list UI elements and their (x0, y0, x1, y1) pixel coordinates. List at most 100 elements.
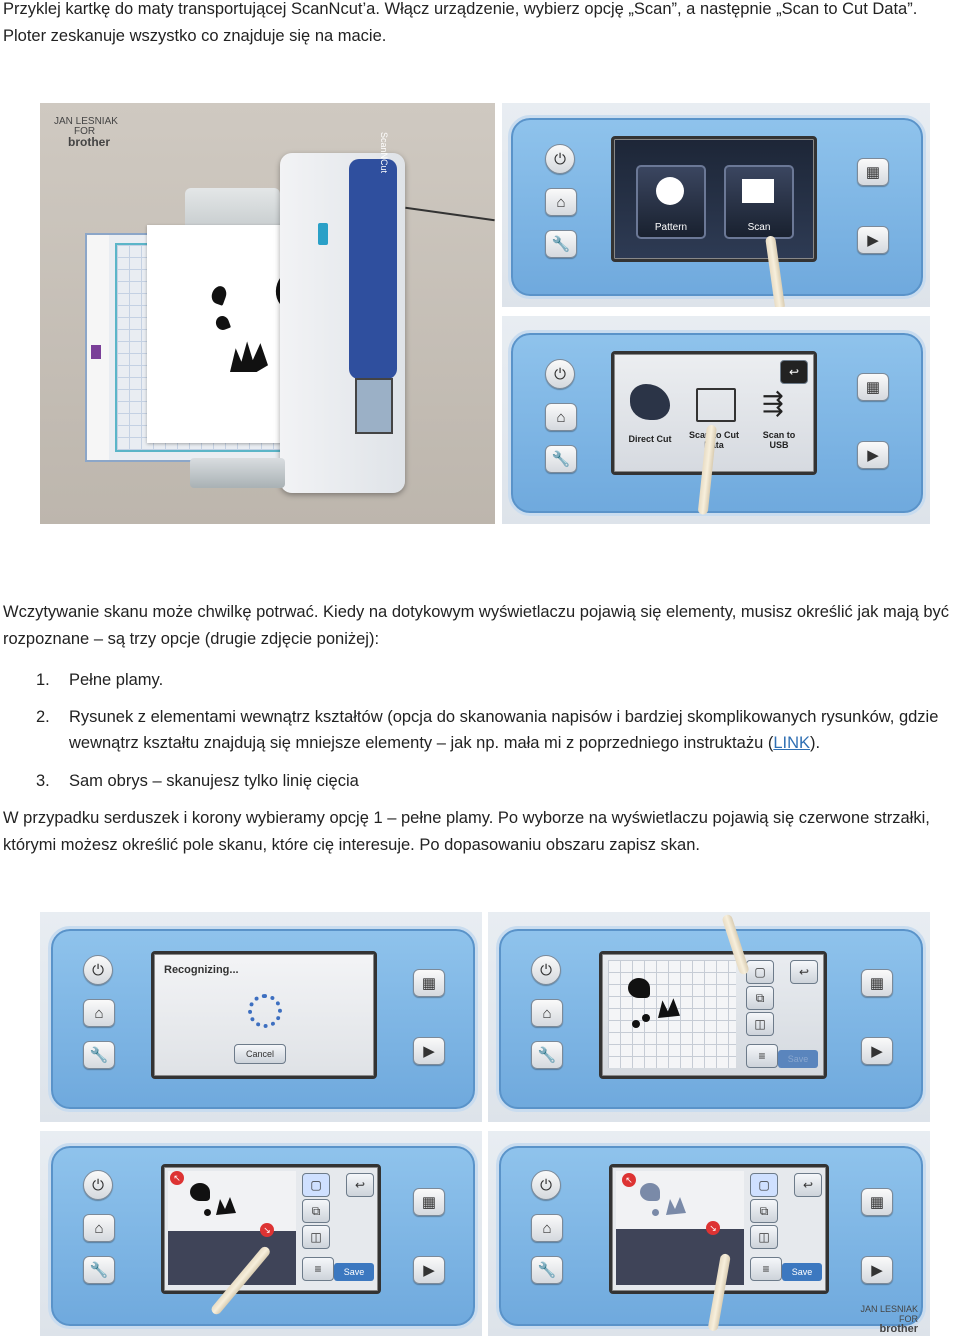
link[interactable]: LINK (773, 734, 811, 752)
back-button[interactable]: ↩ (794, 1173, 822, 1197)
preview-area (168, 1171, 296, 1231)
resize-arrow-icon[interactable]: ↘ (706, 1221, 720, 1235)
power-button[interactable]: ⏻ (545, 359, 575, 389)
option-1-number: 1. (36, 671, 50, 689)
tile-direct-cut-label[interactable]: Direct Cut (628, 434, 672, 444)
line-thickness-button[interactable]: ≡ (746, 1044, 778, 1068)
back-button[interactable]: ↩ (790, 960, 818, 984)
line-thickness-button[interactable]: ≡ (750, 1257, 782, 1281)
option-2-text-before: Rysunek z elementami wewnątrz kształtów … (69, 708, 939, 752)
option-inner-shapes-button[interactable]: ⧉ (746, 986, 774, 1010)
home-button[interactable]: ⌂ (83, 999, 115, 1027)
grid-button[interactable]: ▦ (857, 158, 889, 186)
save-button[interactable]: Save (334, 1263, 374, 1281)
settings-button[interactable]: 🔧 (83, 1256, 115, 1284)
back-button[interactable]: ↩ (346, 1173, 374, 1197)
power-button[interactable]: ⏻ (83, 955, 113, 985)
settings-button[interactable]: 🔧 (545, 445, 577, 473)
resize-arrow-icon[interactable]: ↖ (170, 1171, 184, 1185)
dark-region (168, 1231, 296, 1285)
save-button[interactable]: Save (778, 1050, 818, 1068)
grid-button[interactable]: ▦ (413, 1188, 445, 1216)
option-filled-area-button[interactable]: ▢ (746, 960, 774, 984)
start-stop-button[interactable]: ▶ (857, 226, 889, 254)
summary-paragraph: W przypadku serduszek i korony wybieramy… (3, 809, 930, 854)
watermark-logo: JAN LESNIAK FOR brother (860, 1304, 919, 1335)
watermark-for: FOR (899, 1314, 918, 1324)
machine-screen (355, 378, 393, 434)
home-button[interactable]: ⌂ (545, 403, 577, 431)
usb-icon: ⇶ (762, 388, 784, 418)
option-outline-button[interactable]: ◫ (750, 1225, 778, 1249)
start-stop-button[interactable]: ▶ (861, 1256, 893, 1284)
pattern-icon (656, 177, 684, 205)
grid-button[interactable]: ▦ (861, 969, 893, 997)
option-1-text: Pełne plamy. (69, 671, 164, 689)
home-button[interactable]: ⌂ (545, 188, 577, 216)
photo-scan-menu: ⏻ ⌂ 🔧 ▦ ▶ ↩ Direct Cut Scan to Cut Data … (502, 316, 930, 524)
option-inner-shapes-button[interactable]: ⧉ (750, 1199, 778, 1223)
loading-spinner-icon (248, 994, 282, 1028)
option-3-text: Sam obrys – skanujesz tylko linię cięcia (69, 772, 359, 790)
photo-machine-with-mat: JAN LESNIAK FOR brother ScanNCut (40, 103, 495, 524)
settings-button[interactable]: 🔧 (83, 1041, 115, 1069)
watermark-text: JAN LESNIAK (54, 116, 118, 127)
home-button[interactable]: ⌂ (531, 999, 563, 1027)
tile-scan-to-usb-label[interactable]: Scan to USB (762, 430, 796, 450)
intro-paragraph: Przyklej kartkę do maty transportującej … (3, 0, 953, 50)
scan-to-cut-data-icon (696, 388, 736, 422)
status-text: Recognizing... (164, 964, 239, 976)
photo-scan-area-adjust: ⏻ ⌂ 🔧 ▦ ▶ ↖ ↘ ▢ ⧉ ◫ ↩ ≡ Save (40, 1131, 482, 1336)
recognize-paragraph: Wczytywanie skanu może chwilkę potrwać. … (3, 603, 950, 648)
direct-cut-icon (630, 384, 670, 420)
start-stop-button[interactable]: ▶ (413, 1256, 445, 1284)
save-button[interactable]: Save (782, 1263, 822, 1281)
back-button[interactable]: ↩ (780, 360, 808, 384)
resize-arrow-icon[interactable]: ↖ (622, 1173, 636, 1187)
power-button[interactable]: ⏻ (83, 1170, 113, 1200)
home-button[interactable]: ⌂ (531, 1214, 563, 1242)
option-outline-button[interactable]: ◫ (746, 1012, 774, 1036)
preview-area (608, 960, 736, 1068)
watermark-text: JAN LESNIAK (860, 1304, 918, 1314)
mat-tray-bottom (190, 458, 285, 488)
settings-button[interactable]: 🔧 (531, 1256, 563, 1284)
machine-body: ScanNCut (280, 132, 405, 493)
start-stop-button[interactable]: ▶ (861, 1037, 893, 1065)
tile-pattern[interactable]: Pattern (636, 165, 706, 239)
grid-button[interactable]: ▦ (413, 969, 445, 997)
option-2-text: Rysunek z elementami wewnątrz kształtów … (69, 704, 959, 756)
line-thickness-button[interactable]: ≡ (302, 1257, 334, 1281)
touch-screen: Recognizing... Cancel (151, 951, 377, 1079)
home-button[interactable]: ⌂ (83, 1214, 115, 1242)
grid-button[interactable]: ▦ (857, 373, 889, 401)
settings-button[interactable]: 🔧 (545, 230, 577, 258)
option-filled-area-button[interactable]: ▢ (750, 1173, 778, 1197)
option-3-number: 3. (36, 772, 50, 790)
option-filled-area-button[interactable]: ▢ (302, 1173, 330, 1197)
touch-screen: ↩ Direct Cut Scan to Cut Data ⇶ Scan to … (611, 351, 817, 475)
start-stop-button[interactable]: ▶ (857, 441, 889, 469)
power-button[interactable]: ⏻ (545, 144, 575, 174)
resize-arrow-icon[interactable]: ↘ (260, 1223, 274, 1237)
watermark-brand: brother (68, 135, 110, 149)
settings-button[interactable]: 🔧 (531, 1041, 563, 1069)
touch-screen: ▢ ⧉ ◫ ↩ ≡ Save (599, 951, 827, 1079)
option-outline-button[interactable]: ◫ (302, 1225, 330, 1249)
option-2-text-after: ). (810, 734, 821, 752)
photo-recognizing: ⏻ ⌂ 🔧 ▦ ▶ Recognizing... Cancel (40, 912, 482, 1122)
power-button[interactable]: ⏻ (531, 1170, 561, 1200)
watermark-for: FOR (74, 126, 96, 137)
watermark-logo: JAN LESNIAK FOR brother (54, 116, 118, 149)
photo-scan-area-final: ⏻ ⌂ 🔧 ▦ ▶ ↖ ↘ ▢ ⧉ ◫ ↩ ≡ Save JAN LESNIAK… (488, 1131, 930, 1336)
power-cable (405, 206, 495, 222)
watermark-brand: brother (879, 1323, 919, 1335)
grid-button[interactable]: ▦ (861, 1188, 893, 1216)
tile-scan[interactable]: Scan (724, 165, 794, 239)
option-inner-shapes-button[interactable]: ⧉ (302, 1199, 330, 1223)
option-2-number: 2. (36, 708, 50, 726)
start-stop-button[interactable]: ▶ (413, 1037, 445, 1065)
power-button[interactable]: ⏻ (531, 955, 561, 985)
intro-line-2: Ploter zeskanuje wszystko co znajduje si… (3, 27, 387, 45)
cancel-button[interactable]: Cancel (234, 1044, 286, 1064)
